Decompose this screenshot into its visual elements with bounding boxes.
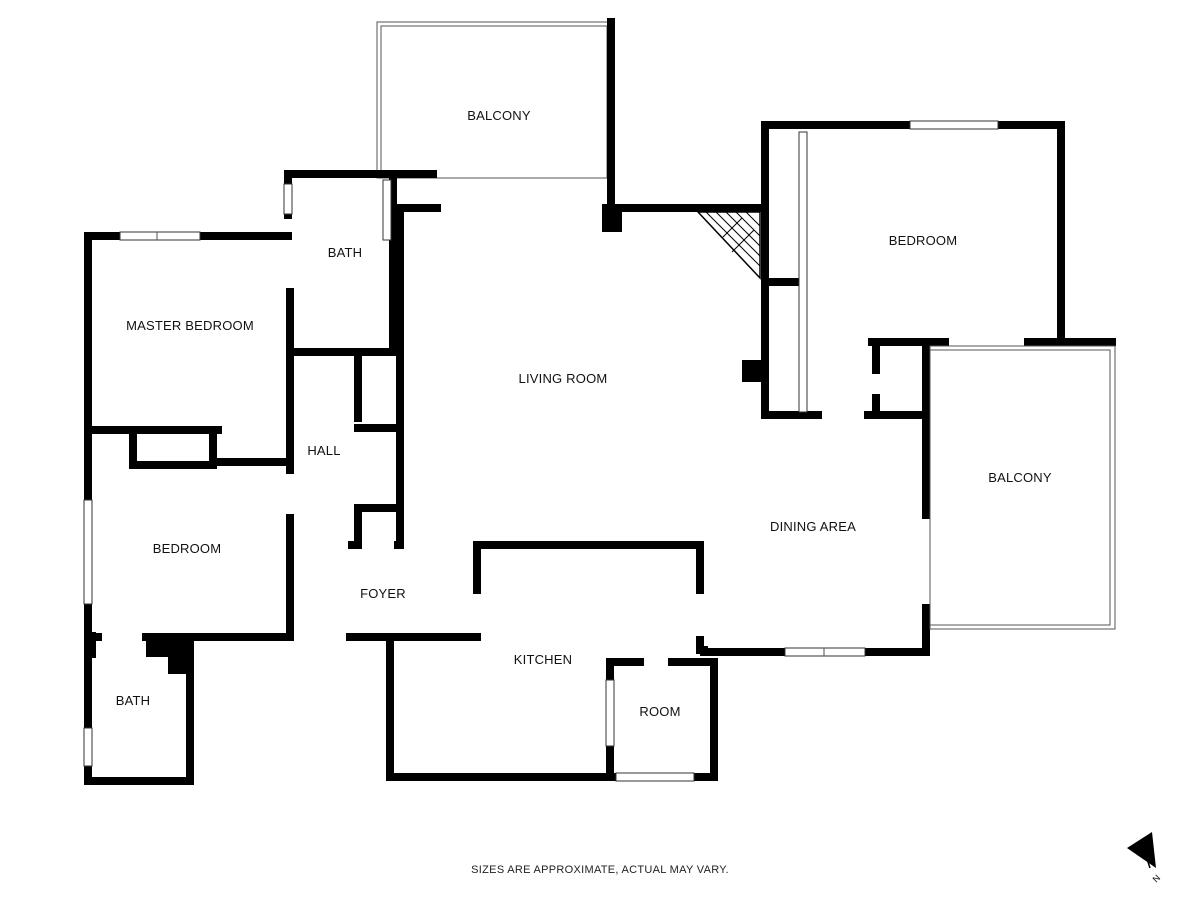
label-bedroom-right: BEDROOM [889,233,958,248]
disclaimer-text: SIZES ARE APPROXIMATE, ACTUAL MAY VARY. [471,864,729,876]
bath-lower-walls [83,632,194,785]
label-kitchen: KITCHEN [514,652,572,667]
label-bath-upper: BATH [328,245,363,260]
stair-hatch [696,211,761,280]
bath-upper-walls [283,170,441,356]
balcony-right-area [929,345,1116,630]
label-balcony-top: BALCONY [467,108,531,123]
north-arrow-icon: N [1127,832,1162,884]
label-foyer: FOYER [360,586,406,601]
compass-label: N [1151,873,1163,885]
label-master-bedroom: MASTER BEDROOM [126,318,254,333]
label-dining-area: DINING AREA [770,519,856,534]
bedroom-right-walls [761,120,1116,419]
foyer-walls [346,541,481,641]
living-dining-walls [602,121,930,657]
balcony-top-area [376,18,615,212]
master-bedroom-walls [84,231,397,504]
label-room: ROOM [639,704,680,719]
label-bedroom-left: BEDROOM [153,541,222,556]
label-living-room: LIVING ROOM [519,371,608,386]
room-walls [605,658,718,782]
hall-walls [129,204,404,549]
label-balcony-right: BALCONY [988,470,1052,485]
label-hall: HALL [307,443,340,458]
label-bath-lower: BATH [116,693,151,708]
kitchen-walls [386,541,718,781]
